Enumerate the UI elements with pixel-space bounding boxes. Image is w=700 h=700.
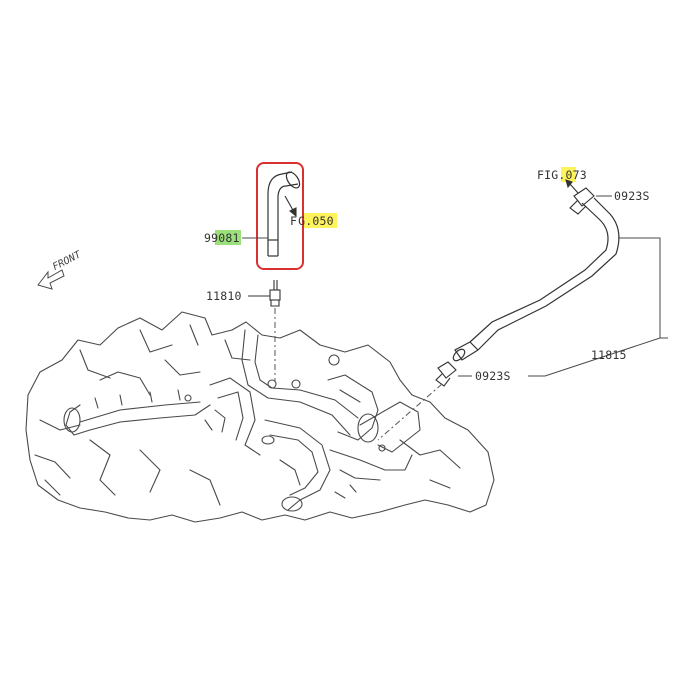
clamp-0923s-top: [569, 187, 595, 215]
front-arrow-icon: [37, 269, 65, 290]
fig-050-highlight-text: G.050: [298, 214, 334, 228]
engine-outline: [25, 311, 495, 523]
fig-073-prefix: FIG.: [537, 168, 566, 182]
hose-99081: [267, 171, 301, 257]
fig-050-highlight-bg: [304, 213, 337, 228]
part-number-0923s-top[interactable]: 0923S: [614, 189, 650, 203]
part-number-99081[interactable]: 99081: [204, 231, 240, 245]
part-number-11815[interactable]: 11815: [591, 348, 627, 362]
callout-box: [256, 162, 304, 270]
fig-050-prefix: F: [290, 214, 298, 228]
hose-11815: [452, 197, 620, 362]
fig-073-ref[interactable]: FIG.073: [537, 168, 587, 182]
fitting-11810: [248, 280, 281, 307]
part-number-11810[interactable]: 11810: [206, 289, 242, 303]
part-number-0923s-bottom[interactable]: 0923S: [475, 369, 511, 383]
fig-073-highlight-text: 073: [565, 168, 587, 182]
fig-073-highlight-bg: [561, 167, 576, 182]
left-pipe: [65, 401, 211, 436]
part-99081-highlight-bg: [215, 230, 241, 245]
clamp-0923s-bottom: [435, 361, 457, 387]
fig-050-ref[interactable]: FG.050: [290, 214, 335, 228]
